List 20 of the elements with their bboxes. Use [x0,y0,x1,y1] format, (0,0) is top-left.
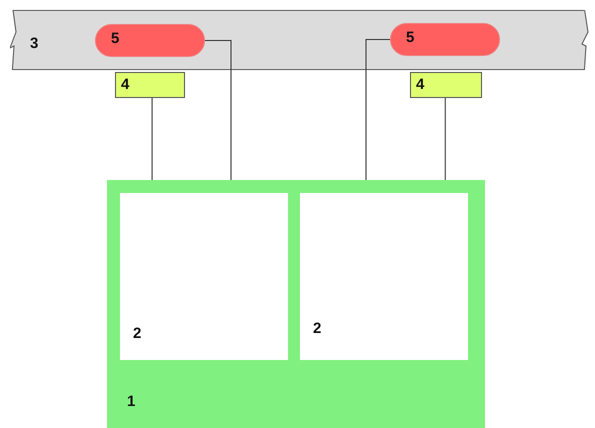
tag-box [115,72,185,98]
callout-number: 5 [406,30,414,45]
callout-number: 4 [416,77,424,92]
callout-number: 2 [313,321,322,336]
callout-number: 2 [133,326,142,341]
callout-number: 3 [30,36,38,51]
panel-box [300,193,468,360]
callout-number: 4 [121,77,130,92]
callout-number: 1 [127,394,136,409]
tag-box [410,72,482,98]
frame-box [107,180,485,428]
panel-box [120,193,288,360]
connector-line [366,39,390,180]
callout-number: 5 [111,31,120,46]
connector-line [444,98,446,180]
connector-line [152,98,153,180]
beam-band [10,10,590,70]
connector-line [204,40,232,180]
pill-label [95,24,205,57]
pill-label [390,23,500,56]
